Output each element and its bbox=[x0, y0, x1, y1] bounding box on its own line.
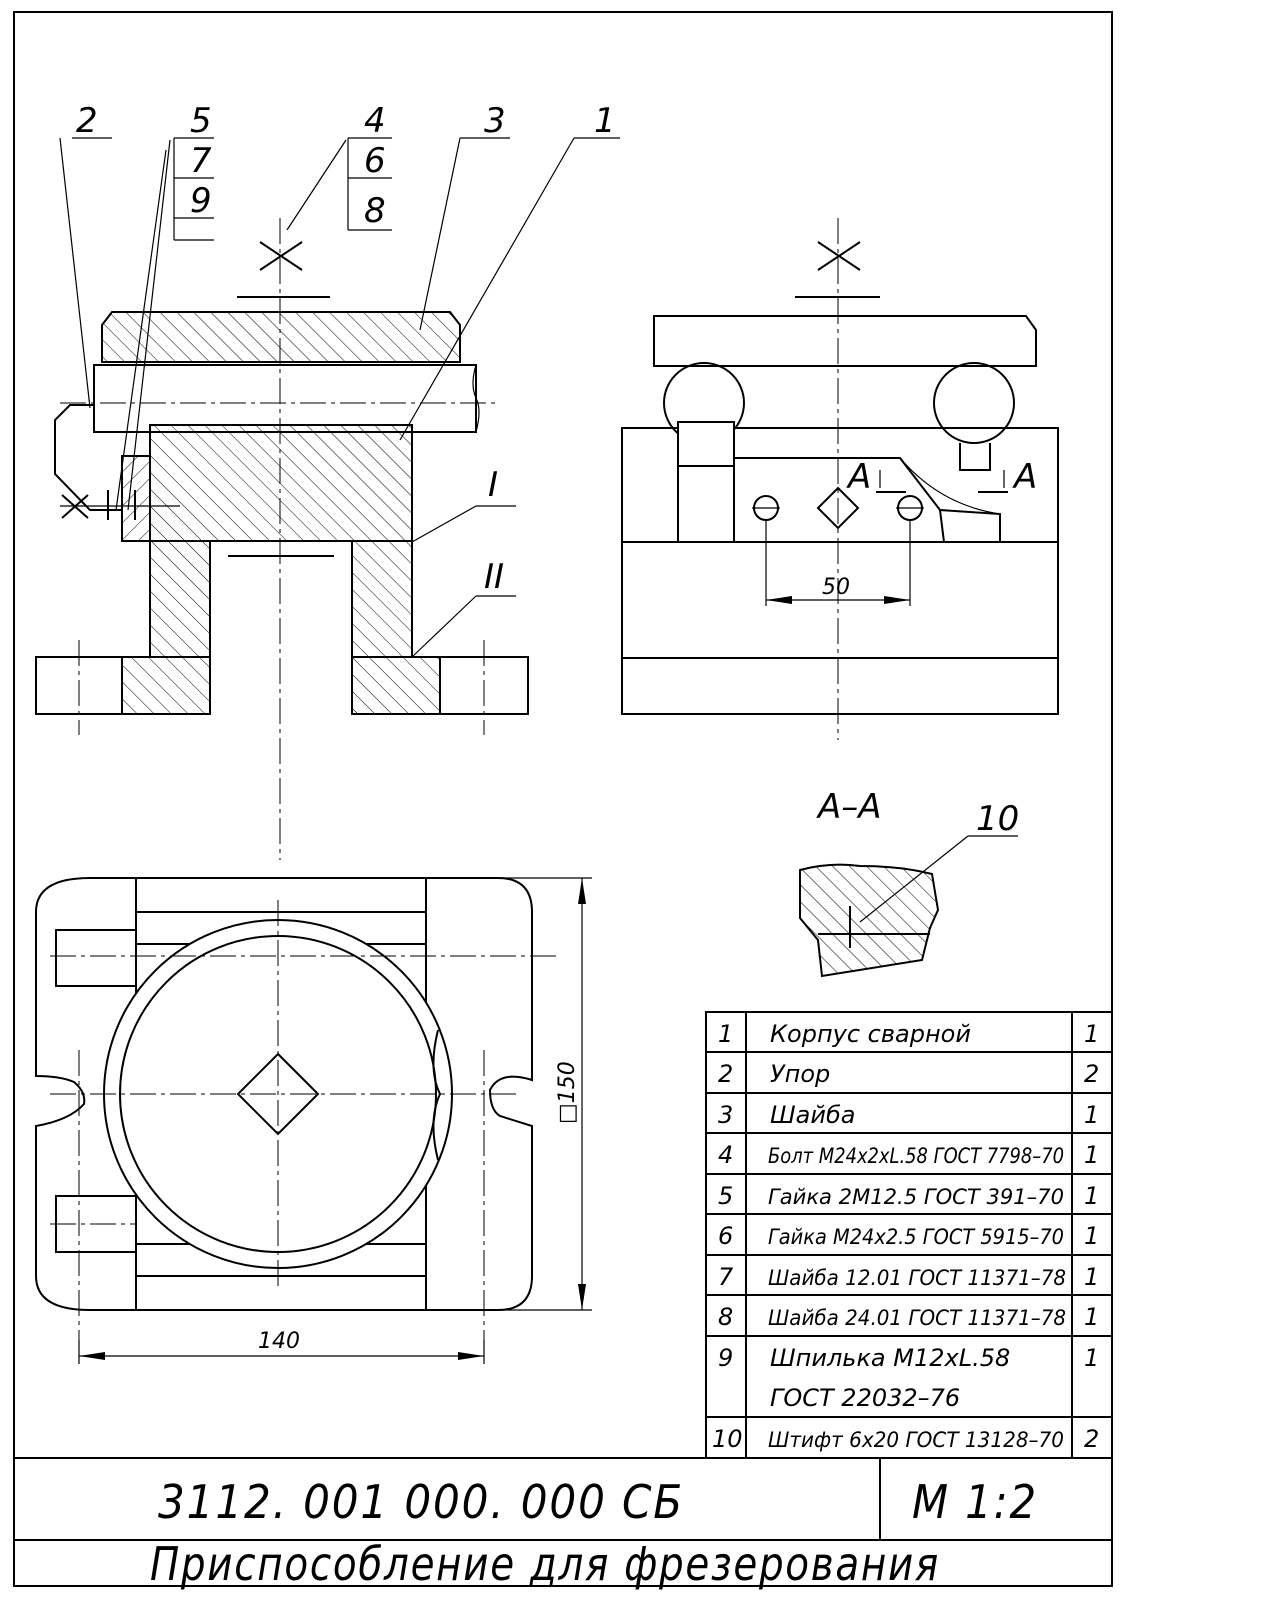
spec-num: 10 bbox=[712, 1425, 743, 1453]
spec-qty: 1 bbox=[1084, 1141, 1099, 1169]
spec-num: 2 bbox=[718, 1060, 733, 1088]
section-a-a bbox=[799, 835, 1018, 978]
spec-num: 1 bbox=[718, 1020, 733, 1048]
section-mark-right: А bbox=[1012, 457, 1037, 497]
callout-6: 6 bbox=[364, 141, 386, 181]
spec-name: Штифт 6x20 ГОСТ 13128–70 bbox=[768, 1428, 1064, 1452]
spec-qty: 1 bbox=[1084, 1303, 1099, 1331]
callout-I: I bbox=[488, 465, 498, 505]
spec-name: Болт M24x2xL.58 ГОСТ 7798–70 bbox=[768, 1144, 1064, 1168]
spec-qty: 1 bbox=[1084, 1020, 1099, 1048]
drawing-scale: М 1:2 bbox=[912, 1475, 1038, 1529]
dim-50: 50 bbox=[822, 575, 850, 600]
spec-qty: 1 bbox=[1084, 1182, 1099, 1210]
drawing-frame bbox=[13, 11, 1113, 1587]
spec-name: Шайба bbox=[770, 1101, 855, 1129]
spec-num: 7 bbox=[718, 1263, 734, 1291]
spec-num: 6 bbox=[718, 1222, 733, 1250]
spec-name: Гайка M24x2.5 ГОСТ 5915–70 bbox=[768, 1225, 1064, 1249]
spec-num: 8 bbox=[718, 1303, 733, 1331]
spec-row: 10 Штифт 6x20 ГОСТ 13128–70 2 bbox=[712, 1425, 1099, 1453]
spec-qty: 1 bbox=[1084, 1101, 1099, 1129]
spec-name: Шайба 24.01 ГОСТ 11371–78 bbox=[768, 1306, 1066, 1330]
spec-qty: 1 bbox=[1084, 1263, 1099, 1291]
spec-qty: 2 bbox=[1084, 1425, 1099, 1453]
dim-150: □150 bbox=[555, 1061, 580, 1124]
drawing-designation: 3112. 001 000. 000 СБ bbox=[158, 1475, 684, 1529]
callout-4: 4 bbox=[364, 101, 386, 141]
spec-row: 9 Шпилька M12xL.58 1 bbox=[718, 1344, 1099, 1372]
spec-name: Корпус сварной bbox=[770, 1020, 971, 1048]
spec-name: Шпилька M12xL.58 bbox=[770, 1344, 1010, 1372]
spec-row: 3 Шайба 1 bbox=[718, 1101, 1099, 1129]
spec-num: 4 bbox=[718, 1141, 733, 1169]
callout-2: 2 bbox=[76, 101, 98, 141]
section-mark-left: А bbox=[846, 457, 871, 497]
callout-8: 8 bbox=[364, 191, 386, 231]
callout-5: 5 bbox=[190, 101, 212, 141]
spec-qty: 2 bbox=[1084, 1060, 1099, 1088]
title-block bbox=[14, 1457, 1112, 1541]
callout-7: 7 bbox=[190, 141, 212, 181]
callout-1: 1 bbox=[594, 101, 616, 141]
spec-row: ГОСТ 22032–76 bbox=[770, 1384, 960, 1412]
spec-name: ГОСТ 22032–76 bbox=[770, 1384, 960, 1412]
spec-row: 1 Корпус сварной 1 bbox=[718, 1020, 1099, 1048]
spec-num: 9 bbox=[718, 1344, 733, 1372]
spec-name: Шайба 12.01 ГОСТ 11371–78 bbox=[768, 1266, 1066, 1290]
callout-II: II bbox=[484, 557, 504, 597]
spec-num: 5 bbox=[718, 1182, 733, 1210]
top-view bbox=[35, 877, 592, 1364]
leader-lines bbox=[59, 137, 620, 658]
side-view bbox=[621, 218, 1059, 740]
spec-num: 3 bbox=[718, 1101, 733, 1129]
spec-row: 2 Упор 2 bbox=[718, 1060, 1099, 1088]
spec-row: 5 Гайка 2M12.5 ГОСТ 391–70 1 bbox=[718, 1182, 1099, 1210]
spec-row: 7 Шайба 12.01 ГОСТ 11371–78 1 bbox=[718, 1263, 1099, 1291]
callout-10: 10 bbox=[976, 799, 1019, 839]
section-title: А–А bbox=[816, 787, 882, 827]
spec-name: Гайка 2M12.5 ГОСТ 391–70 bbox=[768, 1185, 1064, 1209]
dim-140: 140 bbox=[258, 1329, 300, 1354]
spec-row: 4 Болт M24x2xL.58 ГОСТ 7798–70 1 bbox=[718, 1141, 1099, 1169]
drawing-title: Приспособление для фрезерования bbox=[150, 1537, 940, 1591]
spec-qty: 1 bbox=[1084, 1344, 1099, 1372]
spec-qty: 1 bbox=[1084, 1222, 1099, 1250]
callout-3: 3 bbox=[484, 101, 506, 141]
spec-name: Упор bbox=[770, 1060, 830, 1088]
spec-row: 6 Гайка M24x2.5 ГОСТ 5915–70 1 bbox=[718, 1222, 1099, 1250]
front-view bbox=[35, 218, 529, 860]
spec-row: 8 Шайба 24.01 ГОСТ 11371–78 1 bbox=[718, 1303, 1099, 1331]
callout-9: 9 bbox=[190, 181, 212, 221]
spec-table bbox=[705, 1011, 1113, 1459]
